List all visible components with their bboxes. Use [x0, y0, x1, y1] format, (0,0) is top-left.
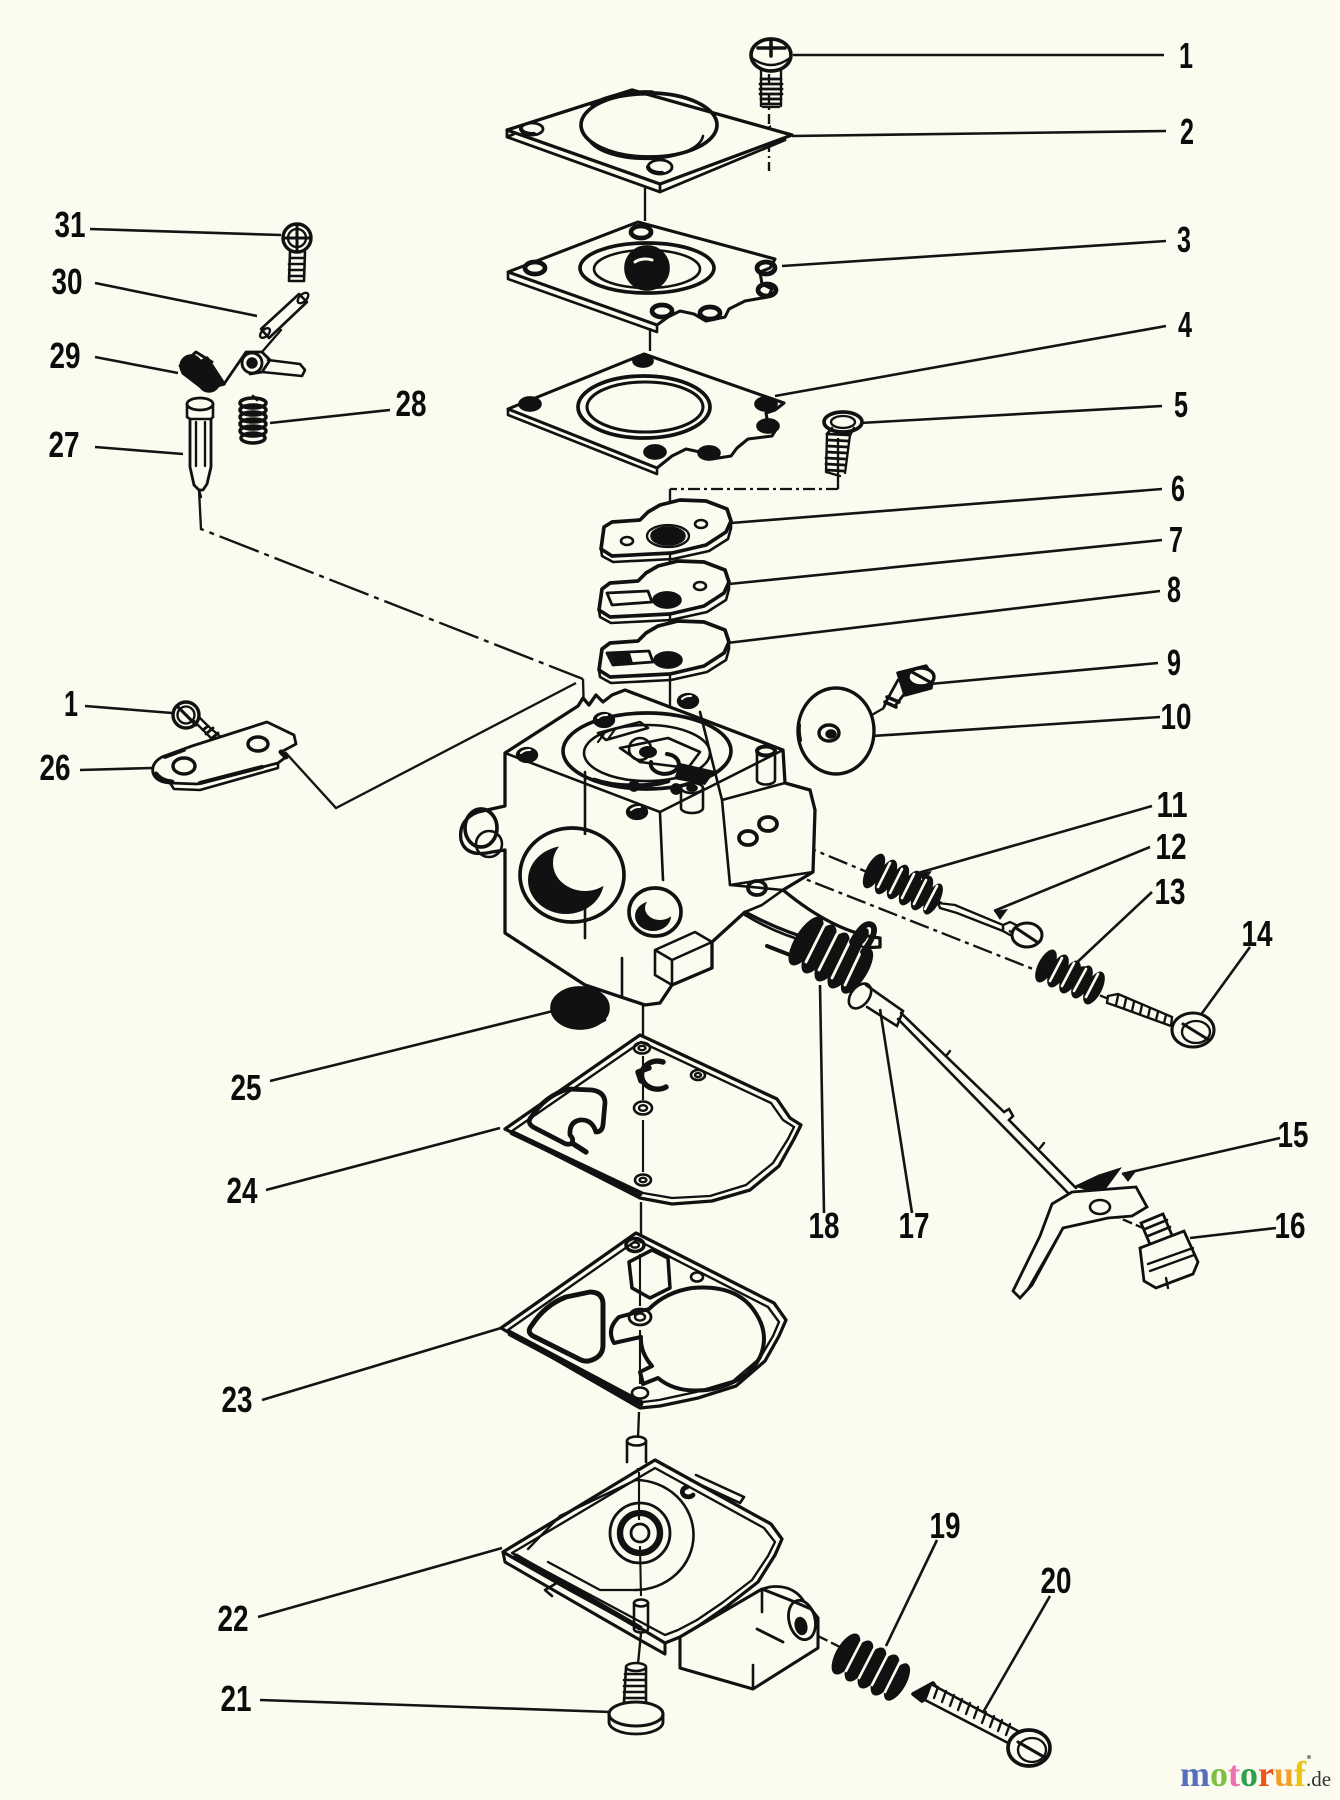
- svg-text:6: 6: [1171, 468, 1185, 509]
- svg-text:.de: .de: [1306, 1767, 1331, 1791]
- svg-text:20: 20: [1041, 1560, 1072, 1601]
- svg-text:24: 24: [227, 1170, 258, 1211]
- svg-text:18: 18: [809, 1205, 840, 1246]
- svg-text:2: 2: [1180, 111, 1194, 152]
- svg-text:r: r: [1258, 1754, 1274, 1794]
- svg-text:17: 17: [899, 1205, 930, 1246]
- svg-text:31: 31: [55, 204, 86, 245]
- svg-text:1: 1: [64, 683, 78, 724]
- svg-text:m: m: [1180, 1754, 1210, 1794]
- svg-text:f: f: [1294, 1754, 1307, 1794]
- svg-text:15: 15: [1278, 1114, 1309, 1155]
- svg-text:30: 30: [52, 261, 83, 302]
- svg-text:14: 14: [1242, 913, 1273, 954]
- svg-text:28: 28: [396, 383, 427, 424]
- svg-text:23: 23: [222, 1379, 253, 1420]
- svg-text:u: u: [1274, 1754, 1294, 1794]
- svg-text:7: 7: [1169, 519, 1183, 560]
- svg-text:21: 21: [221, 1678, 252, 1719]
- svg-text:5: 5: [1174, 384, 1188, 425]
- svg-text:27: 27: [49, 424, 80, 465]
- svg-text:25: 25: [231, 1067, 262, 1108]
- svg-text:13: 13: [1155, 871, 1186, 912]
- svg-text:1: 1: [1179, 35, 1193, 76]
- svg-text:9: 9: [1167, 642, 1181, 683]
- svg-text:o: o: [1210, 1754, 1228, 1794]
- svg-text:3: 3: [1177, 219, 1191, 260]
- svg-text:22: 22: [218, 1598, 249, 1639]
- svg-text:4: 4: [1178, 304, 1192, 345]
- svg-text:16: 16: [1275, 1205, 1306, 1246]
- svg-text:12: 12: [1156, 826, 1187, 867]
- svg-text:11: 11: [1157, 784, 1188, 825]
- svg-text:8: 8: [1167, 569, 1181, 610]
- svg-text:26: 26: [40, 747, 71, 788]
- svg-text:29: 29: [50, 335, 81, 376]
- svg-text:10: 10: [1161, 696, 1192, 737]
- svg-text:19: 19: [930, 1505, 961, 1546]
- svg-text:o: o: [1240, 1754, 1258, 1794]
- svg-text:t: t: [1228, 1754, 1240, 1794]
